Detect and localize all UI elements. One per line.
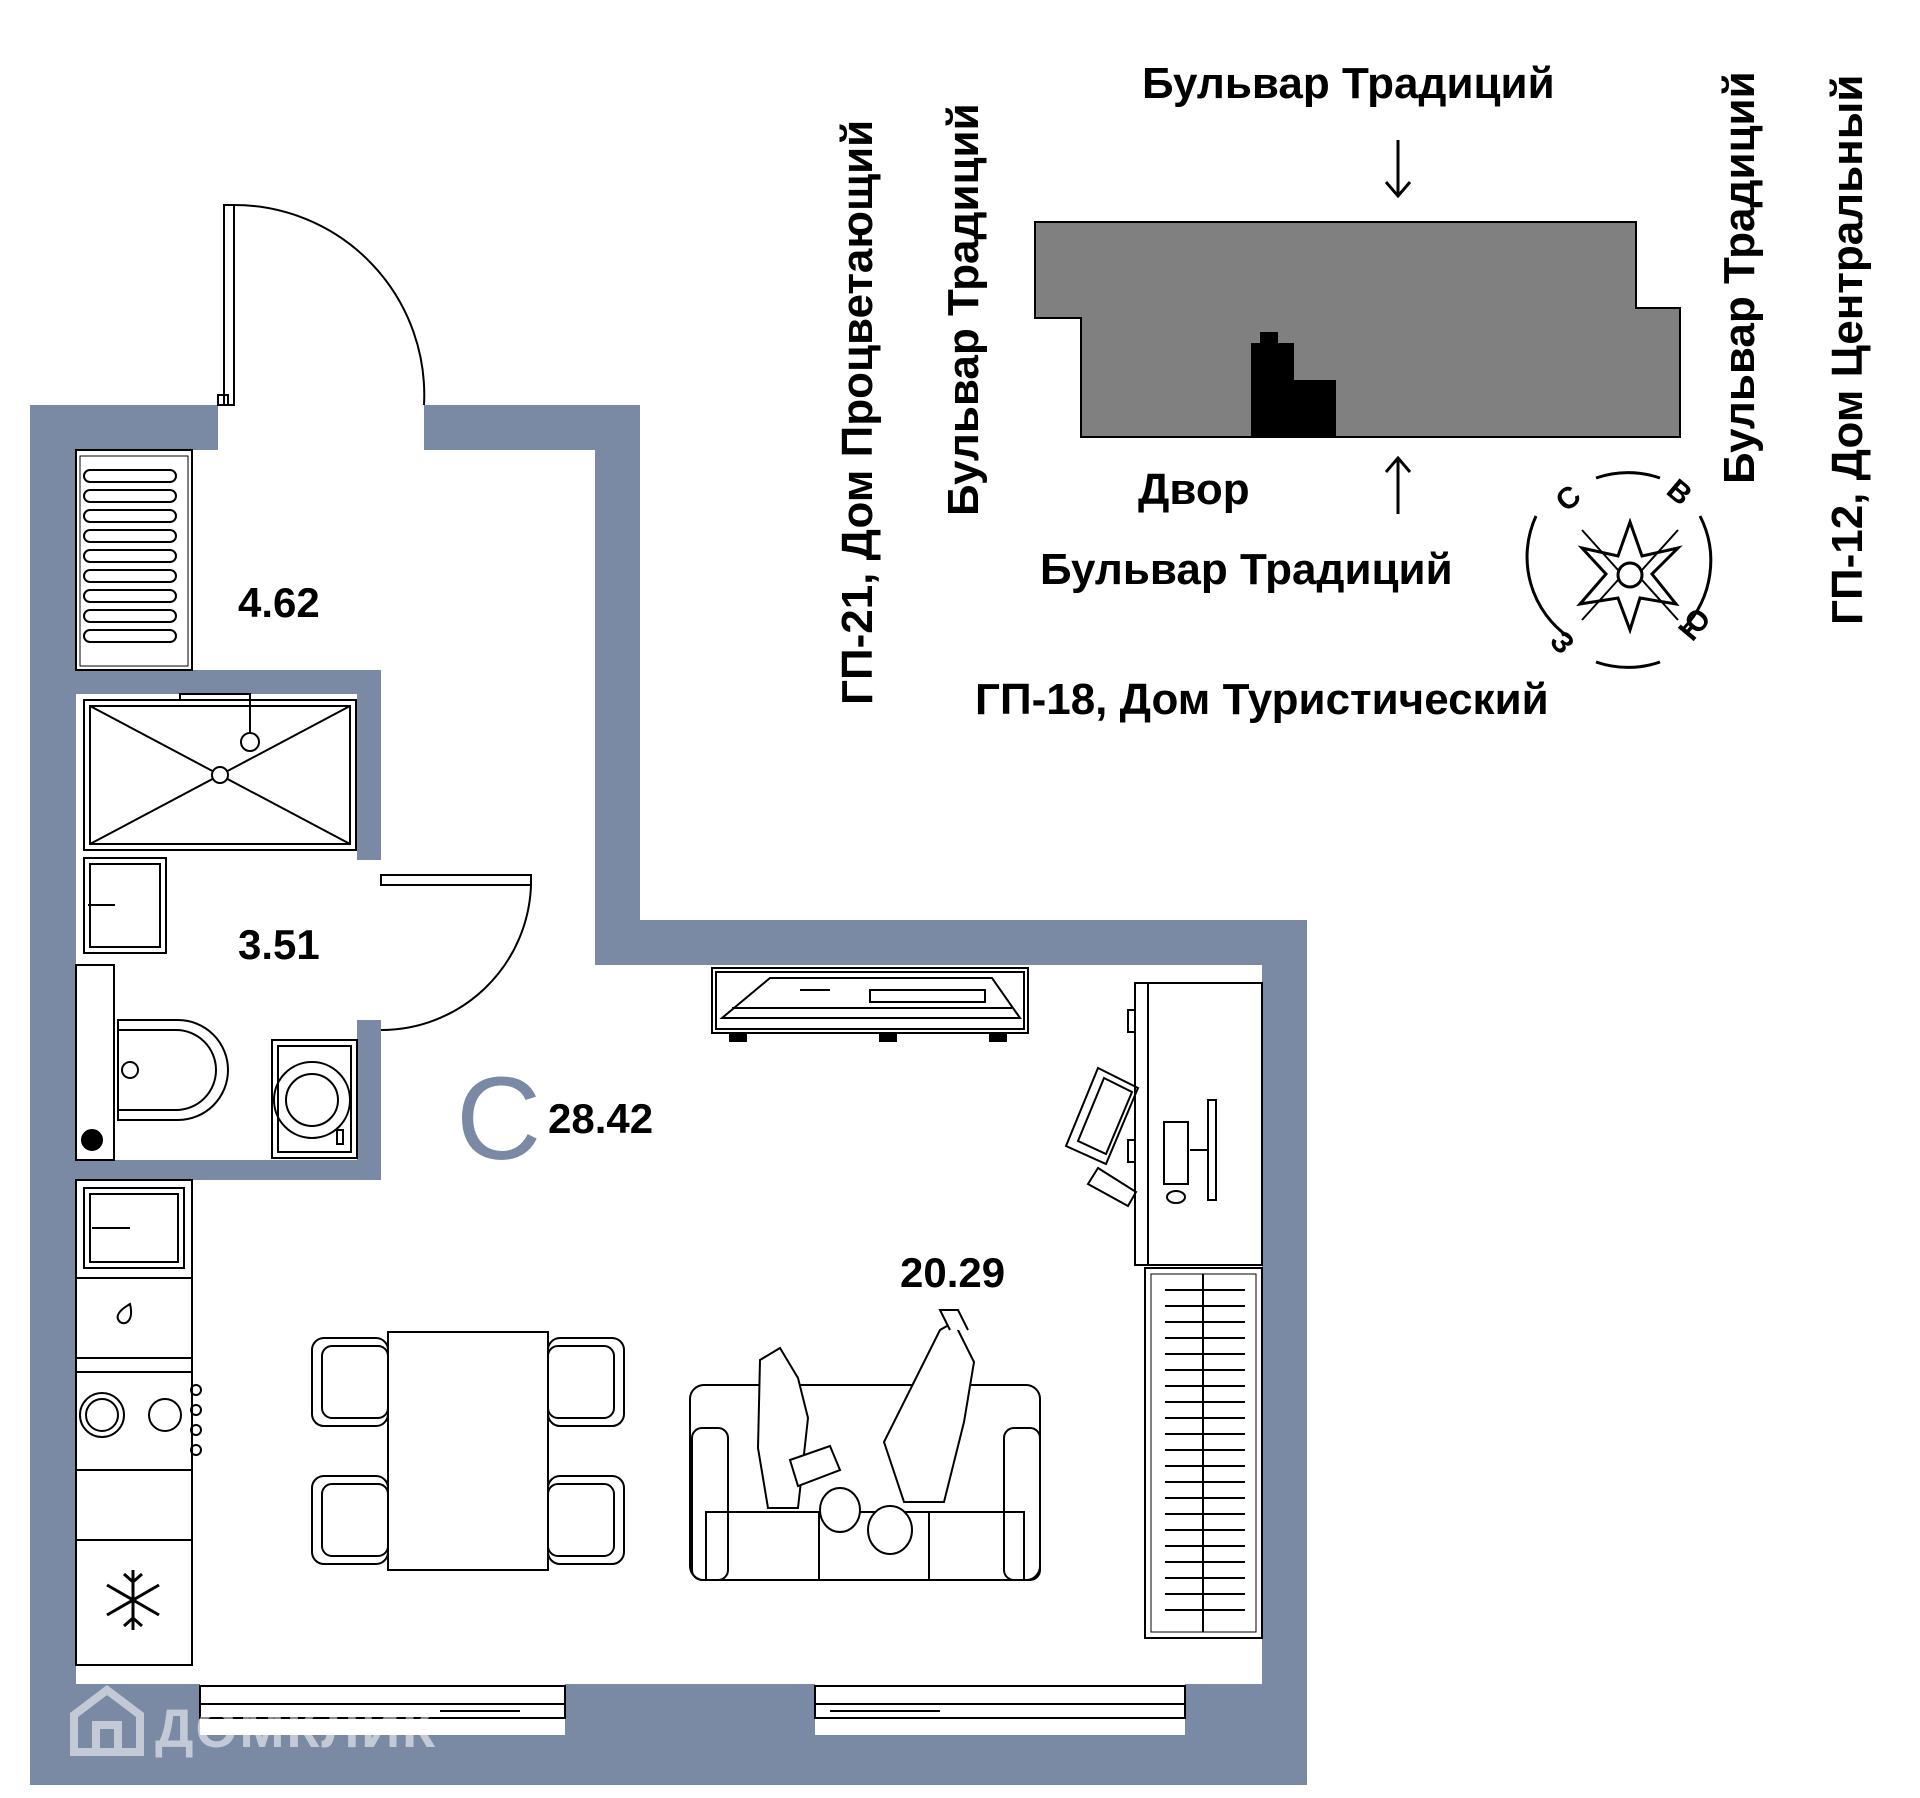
- left-street-label: Бульвар Традиций: [939, 103, 988, 516]
- people-icon: [756, 1309, 976, 1555]
- hallway-area-label: 4.62: [238, 579, 320, 626]
- street-top-label: Бульвар Традиций: [1142, 59, 1555, 108]
- walls: [30, 405, 1307, 1785]
- wardrobe-icon: [75, 449, 193, 671]
- arrow-down-icon: [1384, 140, 1412, 199]
- compass-icon: [1525, 471, 1713, 669]
- toilet-icon: [75, 964, 229, 1161]
- bathtub-icon: [83, 693, 357, 851]
- watermark-text: ДОМКЛИК: [155, 1699, 438, 1759]
- bathroom-area-label: 3.51: [238, 921, 320, 968]
- desk-icon: [1127, 982, 1263, 1266]
- total-area-label: 28.42: [548, 1095, 654, 1142]
- bathroom-door-icon: [380, 874, 532, 1031]
- dining-table-icon: [311, 1331, 625, 1571]
- courtyard-label: Двор: [1138, 465, 1250, 514]
- street-bottom-label: Бульвар Традиций: [1040, 545, 1453, 594]
- windows: [199, 1685, 1186, 1719]
- right-wardrobe-icon: [1144, 1267, 1263, 1639]
- left-building-label: ГП-21, Дом Процветающий: [833, 119, 882, 705]
- sofa-icon: [689, 1384, 1041, 1581]
- tv-unit-icon: [711, 967, 1029, 1042]
- entrance-door-icon: [217, 203, 426, 406]
- bottom-building-label: ГП-18, Дом Туристический: [975, 675, 1549, 724]
- right-building-label: ГП-12, Дом Центральный: [1823, 74, 1872, 625]
- sink-icon: [83, 857, 167, 954]
- apartment-type-letter: С: [456, 1053, 542, 1185]
- kitchen-unit-icon: [75, 1179, 202, 1666]
- right-street-label: Бульвар Традиций: [1715, 71, 1764, 484]
- washing-machine-icon: [271, 1039, 358, 1159]
- chair-icon: [1064, 1066, 1140, 1208]
- watermark-logo-icon: [70, 1684, 144, 1756]
- arrow-up-icon: [1384, 455, 1412, 514]
- site-plan-building: [1034, 221, 1681, 438]
- snowflake-icon: [106, 1570, 160, 1630]
- living-area-label: 20.29: [900, 1249, 1006, 1296]
